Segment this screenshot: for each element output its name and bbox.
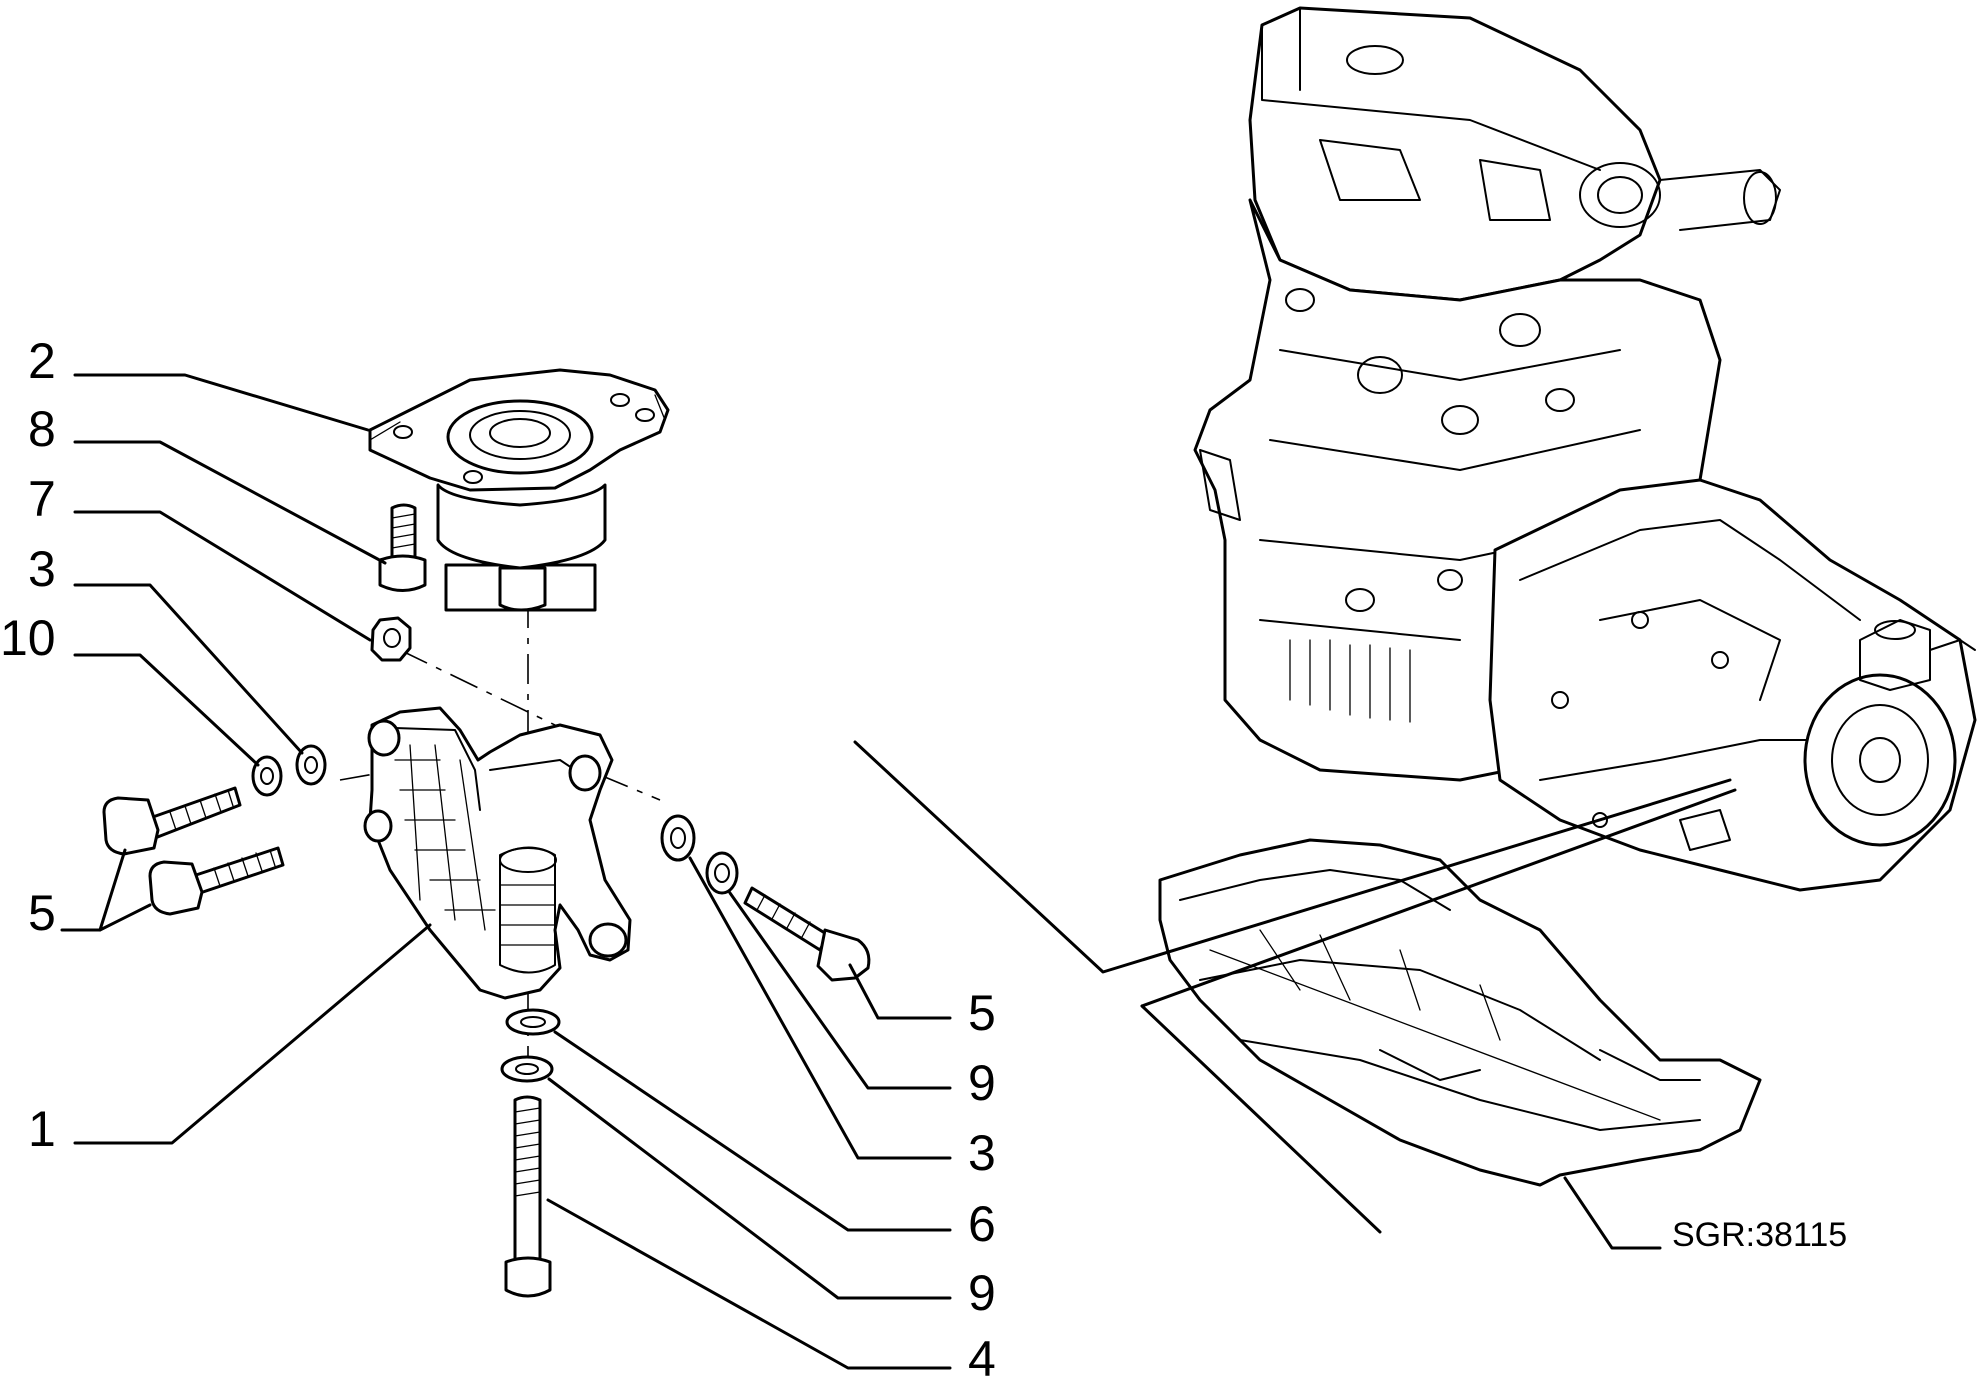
part-5-bolt-right	[743, 886, 871, 982]
part-5-bolts-left	[102, 786, 285, 916]
callout-8: 8	[28, 401, 56, 457]
part-7-nut	[370, 616, 412, 662]
callout-3-right: 3	[968, 1125, 996, 1181]
callout-5-left: 5	[28, 885, 56, 941]
part-3-washer-right	[660, 814, 696, 862]
callout-1: 1	[28, 1101, 56, 1157]
detail-guide-lines	[853, 740, 1737, 1234]
part-2-upper-mount	[368, 368, 670, 612]
callout-9-bottom: 9	[968, 1265, 996, 1321]
part-3-washer-left	[295, 744, 327, 786]
part-1-bracket	[363, 706, 632, 1000]
callout-labels: 2 8 7 3 10 5 1 5 9 3 6 9 4 SGR:38115	[0, 333, 1847, 1379]
drawing-reference: SGR:38115	[1672, 1216, 1847, 1254]
callout-6: 6	[968, 1196, 996, 1252]
part-10-washer	[251, 755, 283, 797]
callout-10: 10	[0, 610, 56, 666]
part-4-bolt	[504, 1095, 552, 1298]
engine-assembly	[1193, 6, 1977, 892]
callout-2: 2	[28, 333, 56, 389]
callout-3-left: 3	[28, 541, 56, 597]
callout-4: 4	[968, 1331, 996, 1379]
callout-5-right: 5	[968, 985, 996, 1041]
part-8-bolt	[378, 503, 427, 592]
subframe	[1158, 838, 1762, 1187]
washers	[251, 744, 739, 1083]
leader-lines	[60, 373, 1662, 1370]
callout-9-right: 9	[968, 1055, 996, 1111]
part-6-washer	[505, 1008, 561, 1036]
part-9-washer-right	[705, 851, 739, 895]
part-9-washer-bottom	[500, 1055, 554, 1083]
callout-7: 7	[28, 471, 56, 527]
